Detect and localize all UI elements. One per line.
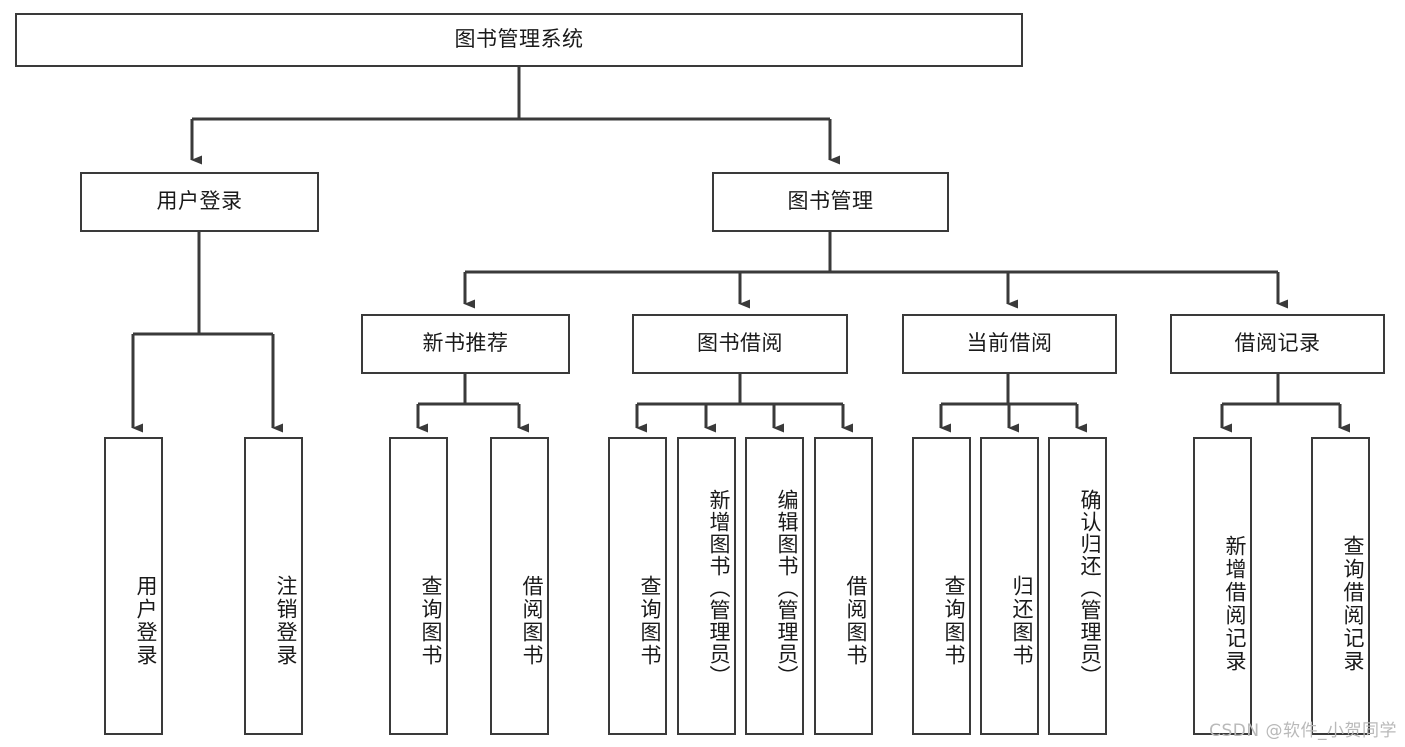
node-book-borrow[interactable]: 图书借阅 bbox=[632, 314, 848, 374]
node-user-login-label: 用户登录 bbox=[156, 189, 243, 214]
node-leaf-borrow-book-2[interactable]: 借阅图书 bbox=[814, 437, 873, 735]
node-leaf-query-book-1-label: 查询图书 bbox=[419, 575, 443, 667]
node-leaf-user-login[interactable]: 用户登录 bbox=[104, 437, 163, 735]
node-leaf-add-book[interactable]: 新增图书（管理员） bbox=[677, 437, 736, 735]
node-leaf-edit-book-label: 编辑图书（管理员） bbox=[775, 488, 799, 687]
node-leaf-query-record[interactable]: 查询借阅记录 bbox=[1311, 437, 1370, 735]
node-leaf-confirm-return[interactable]: 确认归还（管理员） bbox=[1048, 437, 1107, 735]
node-user-login[interactable]: 用户登录 bbox=[80, 172, 319, 232]
node-leaf-borrow-book-2-label: 借阅图书 bbox=[844, 575, 868, 667]
node-leaf-add-record[interactable]: 新增借阅记录 bbox=[1193, 437, 1252, 735]
node-leaf-edit-book[interactable]: 编辑图书（管理员） bbox=[745, 437, 804, 735]
node-leaf-logout-login[interactable]: 注销登录 bbox=[244, 437, 303, 735]
node-leaf-add-book-label: 新增图书（管理员） bbox=[707, 488, 731, 687]
node-current-borrow[interactable]: 当前借阅 bbox=[902, 314, 1117, 374]
node-leaf-borrow-book-1-label: 借阅图书 bbox=[520, 575, 544, 667]
watermark-text: CSDN @软件_小贺同学 bbox=[1209, 721, 1397, 741]
node-leaf-query-book-2[interactable]: 查询图书 bbox=[608, 437, 667, 735]
node-leaf-confirm-return-label: 确认归还（管理员） bbox=[1078, 488, 1102, 687]
node-leaf-query-record-label: 查询借阅记录 bbox=[1341, 534, 1365, 673]
node-leaf-query-book-3-label: 查询图书 bbox=[942, 575, 966, 667]
node-new-book-recommend-label: 新书推荐 bbox=[422, 331, 509, 356]
node-leaf-return-book-label: 归还图书 bbox=[1010, 575, 1034, 667]
node-book-management-label: 图书管理 bbox=[787, 189, 874, 214]
node-leaf-query-book-1[interactable]: 查询图书 bbox=[389, 437, 448, 735]
node-leaf-add-record-label: 新增借阅记录 bbox=[1223, 534, 1247, 673]
node-leaf-query-book-3[interactable]: 查询图书 bbox=[912, 437, 971, 735]
node-new-book-recommend[interactable]: 新书推荐 bbox=[361, 314, 570, 374]
node-root-label: 图书管理系统 bbox=[454, 27, 584, 52]
node-leaf-query-book-2-label: 查询图书 bbox=[638, 575, 662, 667]
node-book-borrow-label: 图书借阅 bbox=[697, 331, 783, 356]
node-borrow-record-label: 借阅记录 bbox=[1234, 331, 1321, 356]
node-current-borrow-label: 当前借阅 bbox=[966, 331, 1053, 356]
node-book-management[interactable]: 图书管理 bbox=[712, 172, 949, 232]
node-leaf-logout-login-label: 注销登录 bbox=[274, 575, 298, 667]
node-leaf-user-login-label: 用户登录 bbox=[134, 575, 158, 667]
node-leaf-borrow-book-1[interactable]: 借阅图书 bbox=[490, 437, 549, 735]
node-leaf-return-book[interactable]: 归还图书 bbox=[980, 437, 1039, 735]
node-borrow-record[interactable]: 借阅记录 bbox=[1170, 314, 1385, 374]
node-root[interactable]: 图书管理系统 bbox=[15, 13, 1023, 67]
